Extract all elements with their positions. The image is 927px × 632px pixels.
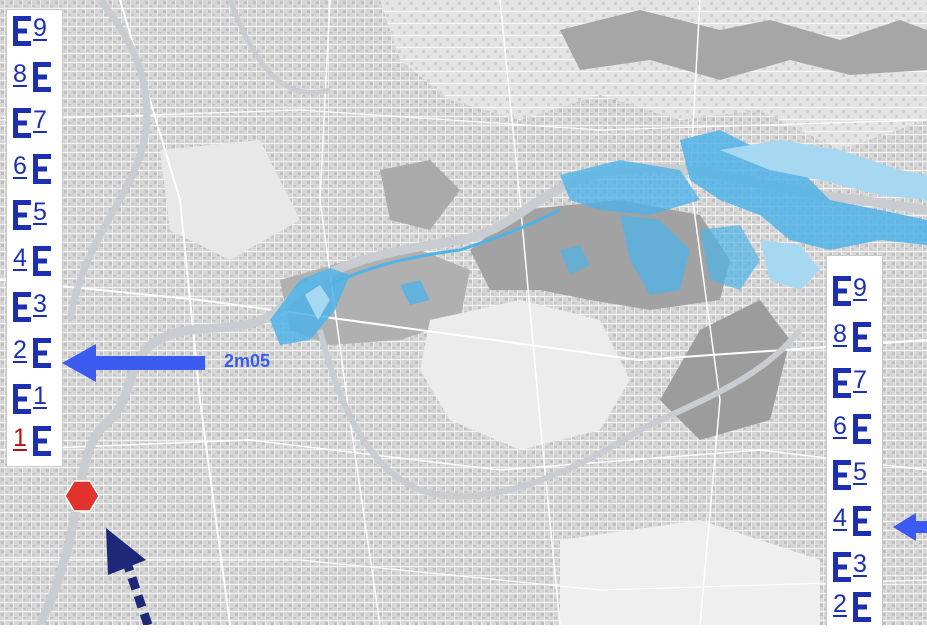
gauge-label: 3 — [33, 290, 47, 318]
gauge-ticks-icon — [833, 460, 851, 495]
gauge-row: 2 — [827, 586, 882, 632]
gauge-ticks-icon — [13, 108, 31, 143]
gauge-row: 7 — [827, 362, 882, 408]
water-level-label: 2m05 — [224, 351, 271, 371]
flood-area — [270, 130, 927, 345]
gauge-label: 9 — [853, 274, 867, 302]
gauge-label: 4 — [13, 244, 27, 272]
gauge-ticks-icon — [13, 200, 31, 235]
gauge-label: 1 — [33, 382, 47, 410]
gauge-ticks-icon — [853, 506, 871, 541]
gauge-label: 9 — [33, 14, 47, 42]
gauge-ticks-icon — [853, 592, 871, 627]
gauge-label: 1 — [13, 424, 27, 452]
gauge-ticks-icon — [33, 154, 51, 189]
river-channel — [227, 0, 331, 95]
gauge-row: 9 — [827, 270, 882, 316]
gauge-ticks-icon — [33, 62, 51, 97]
gauge-label: 7 — [853, 366, 867, 394]
gauge-row: 8 — [827, 316, 882, 362]
gauge-ticks-icon — [833, 368, 851, 403]
gauge-ticks-icon — [13, 292, 31, 327]
gauge-ticks-icon — [33, 246, 51, 281]
gauge-ticks-icon — [833, 552, 851, 587]
gauge-label: 6 — [833, 412, 847, 440]
gauge-row: 3 — [7, 286, 62, 332]
water-gauge-left: 9 8 7 6 5 4 3 2 1 1 — [6, 9, 63, 467]
gauge-row: 8 — [7, 56, 62, 102]
suburban-area — [560, 520, 820, 625]
gauge-label: 5 — [33, 198, 47, 226]
gauge-ticks-icon — [33, 338, 51, 373]
gauge-row: 6 — [7, 148, 62, 194]
gauge-row: 2 — [7, 332, 62, 378]
gauge-row: 6 — [827, 408, 882, 454]
gauge-ticks-icon — [13, 384, 31, 419]
gauge-ticks-icon — [853, 322, 871, 357]
gauge-label: 8 — [833, 320, 847, 348]
gauge-label: 2 — [833, 590, 847, 618]
gauge-label: 5 — [853, 458, 867, 486]
gauge-row: 7 — [7, 102, 62, 148]
gauge-ticks-icon — [833, 276, 851, 311]
gauge-row: 5 — [827, 454, 882, 500]
gauge-label: 6 — [13, 152, 27, 180]
suburban-area — [160, 140, 300, 260]
gauge-row: 4 — [7, 240, 62, 286]
gauge-row: 5 — [7, 194, 62, 240]
gauge-ticks-icon — [33, 426, 51, 461]
gauge-label: 3 — [853, 550, 867, 578]
forest-area — [560, 10, 927, 80]
gauge-label: 4 — [833, 504, 847, 532]
gauge-row: 1 — [7, 420, 62, 466]
river-channel — [66, 0, 151, 321]
gauge-row: 9 — [7, 10, 62, 56]
gauge-label: 8 — [13, 60, 27, 88]
gauge-row: 3 — [827, 546, 882, 592]
gauge-ticks-icon — [13, 16, 31, 51]
gauge-label: 2 — [13, 336, 27, 364]
river-channel — [317, 328, 803, 500]
gauge-ticks-icon — [853, 414, 871, 449]
forest-area — [380, 160, 460, 230]
water-gauge-right: 9 8 7 6 5 4 3 2 — [826, 255, 883, 626]
gauge-row: 1 — [7, 378, 62, 424]
gauge-label: 7 — [33, 106, 47, 134]
gauge-row: 4 — [827, 500, 882, 546]
